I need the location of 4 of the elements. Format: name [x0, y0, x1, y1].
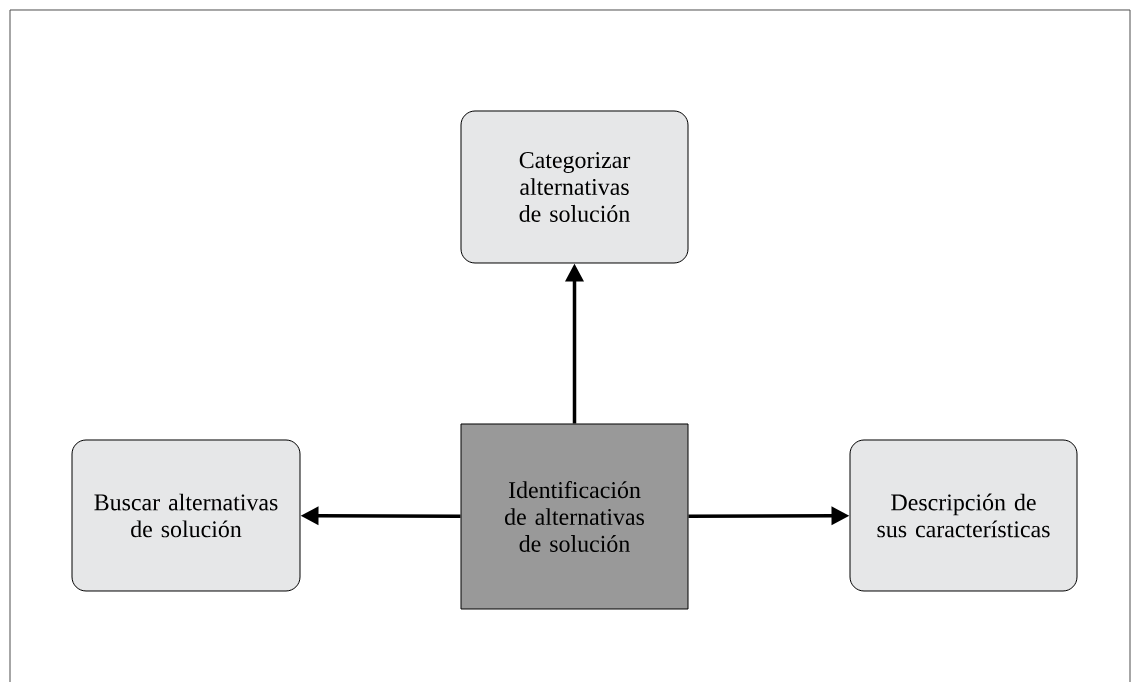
- process-box: Categorizar alternativas de solución: [460, 110, 689, 264]
- process-box: Identificación de alternativas de solución: [460, 423, 689, 610]
- process-box: Descripción de sus características: [849, 439, 1078, 592]
- process-box: Buscar alternativas de solución: [71, 439, 301, 592]
